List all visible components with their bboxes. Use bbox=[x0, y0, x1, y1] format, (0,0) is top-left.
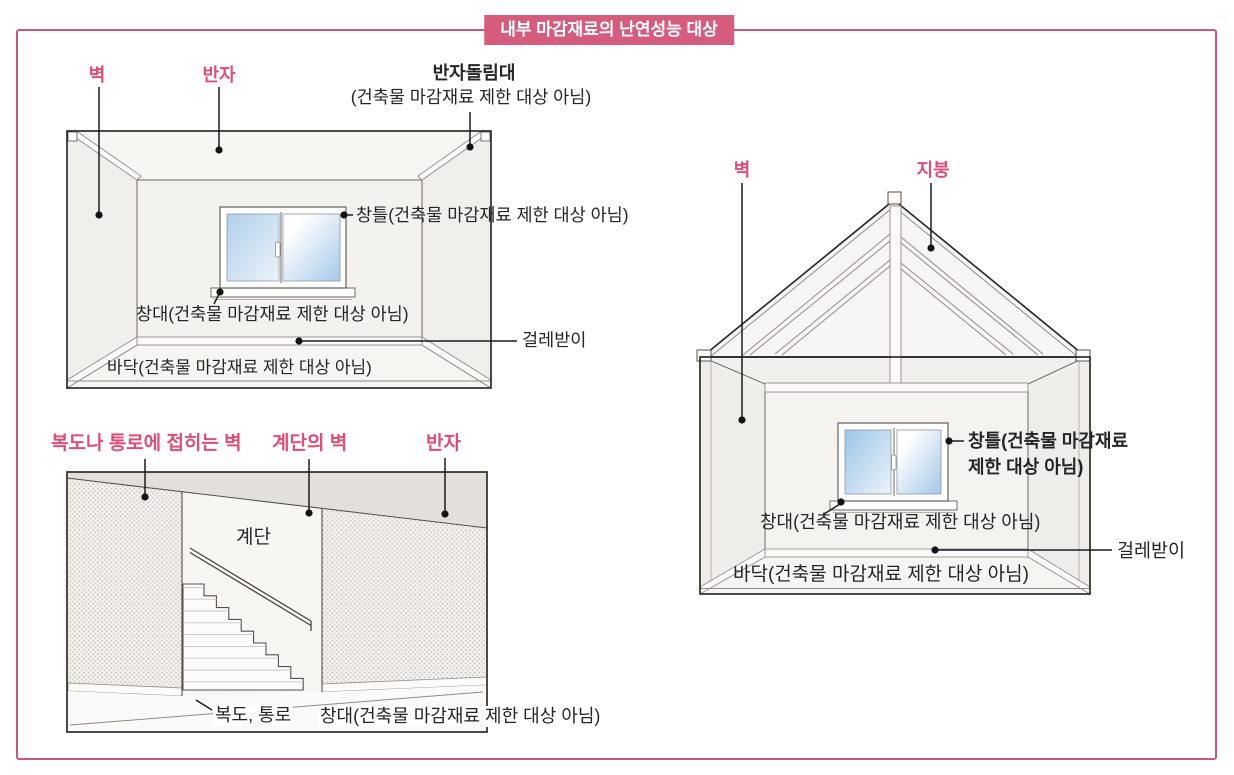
roof-tie-beam bbox=[764, 382, 1029, 393]
house-baseboard-label: 걸레받이 bbox=[1117, 540, 1186, 561]
window-pane-left bbox=[844, 429, 892, 495]
house-baseboard bbox=[699, 548, 1091, 595]
corridor-leader-lines bbox=[141, 458, 449, 711]
roof-purlins-left bbox=[742, 233, 891, 356]
room-figure bbox=[66, 87, 517, 389]
roof-apex-cap bbox=[887, 191, 902, 205]
window-pane-left bbox=[226, 213, 280, 282]
house-wall-label: 벽 bbox=[733, 160, 751, 180]
corridor-ceiling bbox=[67, 472, 487, 528]
staircase bbox=[182, 547, 312, 691]
house-window-frame-label-line2: 제한 대상 아님) bbox=[968, 457, 1084, 477]
window-handle bbox=[891, 454, 897, 471]
corridor-wall-left bbox=[68, 478, 182, 688]
room-wall-label: 벽 bbox=[88, 65, 106, 85]
stairs-label: 계단 bbox=[236, 527, 271, 548]
handrail bbox=[189, 547, 312, 631]
room-window bbox=[210, 206, 356, 300]
room-floor-label: 바닥(건축물 마감재료 제한 대상 아님) bbox=[107, 358, 372, 377]
title-badge: 내부 마감재료의 난연성능 대상 bbox=[484, 15, 734, 45]
house-window-sill-label: 창대(건축물 마감재료 제한 대상 아님) bbox=[760, 512, 1041, 532]
room-molding-note: (건축물 마감재료 제한 대상 아님) bbox=[350, 87, 592, 107]
window-handle bbox=[275, 241, 281, 258]
window-pane-right bbox=[896, 429, 942, 495]
room-ceiling-label: 반자 bbox=[202, 65, 236, 85]
house-roof-label: 지붕 bbox=[916, 160, 950, 180]
corridor-sill-label: 창대(건축물 마감재료 제한 대상 아님) bbox=[318, 706, 603, 727]
stair-wall-label: 계단의 벽 bbox=[272, 433, 348, 454]
house-leader-lines bbox=[738, 183, 1112, 554]
room-leader-lines bbox=[95, 87, 517, 345]
house-roof bbox=[696, 191, 1091, 393]
house-floor bbox=[700, 557, 1090, 594]
corridor-ceiling-label: 반자 bbox=[426, 433, 461, 454]
corridor-figure bbox=[66, 458, 488, 733]
window-pane-right bbox=[282, 213, 341, 282]
house-window bbox=[829, 422, 958, 513]
corridor-wall-right bbox=[322, 508, 487, 684]
room-window-frame-label: 창틀(건축물 마감재료 제한 대상 아님) bbox=[356, 205, 629, 225]
passage-label: 복도, 통로 bbox=[213, 705, 294, 726]
room-baseboard-label: 걸레받이 bbox=[522, 330, 587, 350]
roof-purlins-right bbox=[900, 236, 1044, 356]
ceiling-molding bbox=[67, 129, 491, 181]
house-floor-label: 바닥(건축물 마감재료 제한 대상 아님) bbox=[733, 564, 1029, 585]
corridor-wall-label: 복도나 통로에 접히는 벽 bbox=[51, 433, 242, 454]
room-molding-label: 반자돌림대 bbox=[432, 63, 516, 83]
house-figure bbox=[696, 183, 1112, 595]
house-window-frame-label-line1: 창틀(건축물 마감재료 bbox=[968, 431, 1129, 451]
room-window-sill-label: 창대(건축물 마감재료 제한 대상 아님) bbox=[136, 304, 409, 324]
